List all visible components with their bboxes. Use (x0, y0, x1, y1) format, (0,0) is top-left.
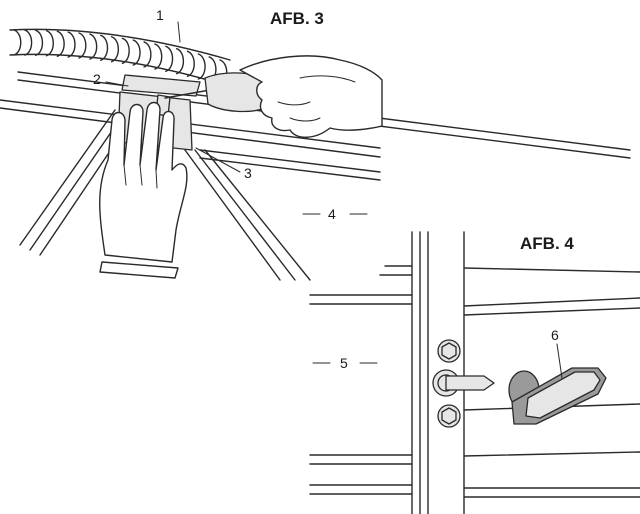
left-hand (99, 101, 188, 279)
callout-3: 3 (244, 165, 252, 181)
figure-4: AFB. 4 4 5 6 (302, 206, 640, 514)
callout-4: 4 (328, 206, 336, 222)
figure-4-title: AFB. 4 (520, 234, 574, 253)
figure-3: AFB. 3 1 2 3 (0, 7, 631, 281)
shaft (432, 369, 495, 397)
callout-1: 1 (156, 7, 164, 23)
callout-6: 6 (551, 327, 559, 343)
right-hand-with-screwdriver (164, 55, 383, 138)
drive-chain-spiral (9, 28, 231, 86)
figure-3-title: AFB. 3 (270, 9, 324, 28)
bolt-bottom (437, 404, 461, 428)
bolt-top (437, 339, 461, 363)
knob-handle (508, 367, 607, 425)
door-post (411, 231, 465, 514)
callout-5: 5 (340, 355, 348, 371)
brace-rails (19, 109, 311, 281)
callout-2: 2 (93, 71, 101, 87)
